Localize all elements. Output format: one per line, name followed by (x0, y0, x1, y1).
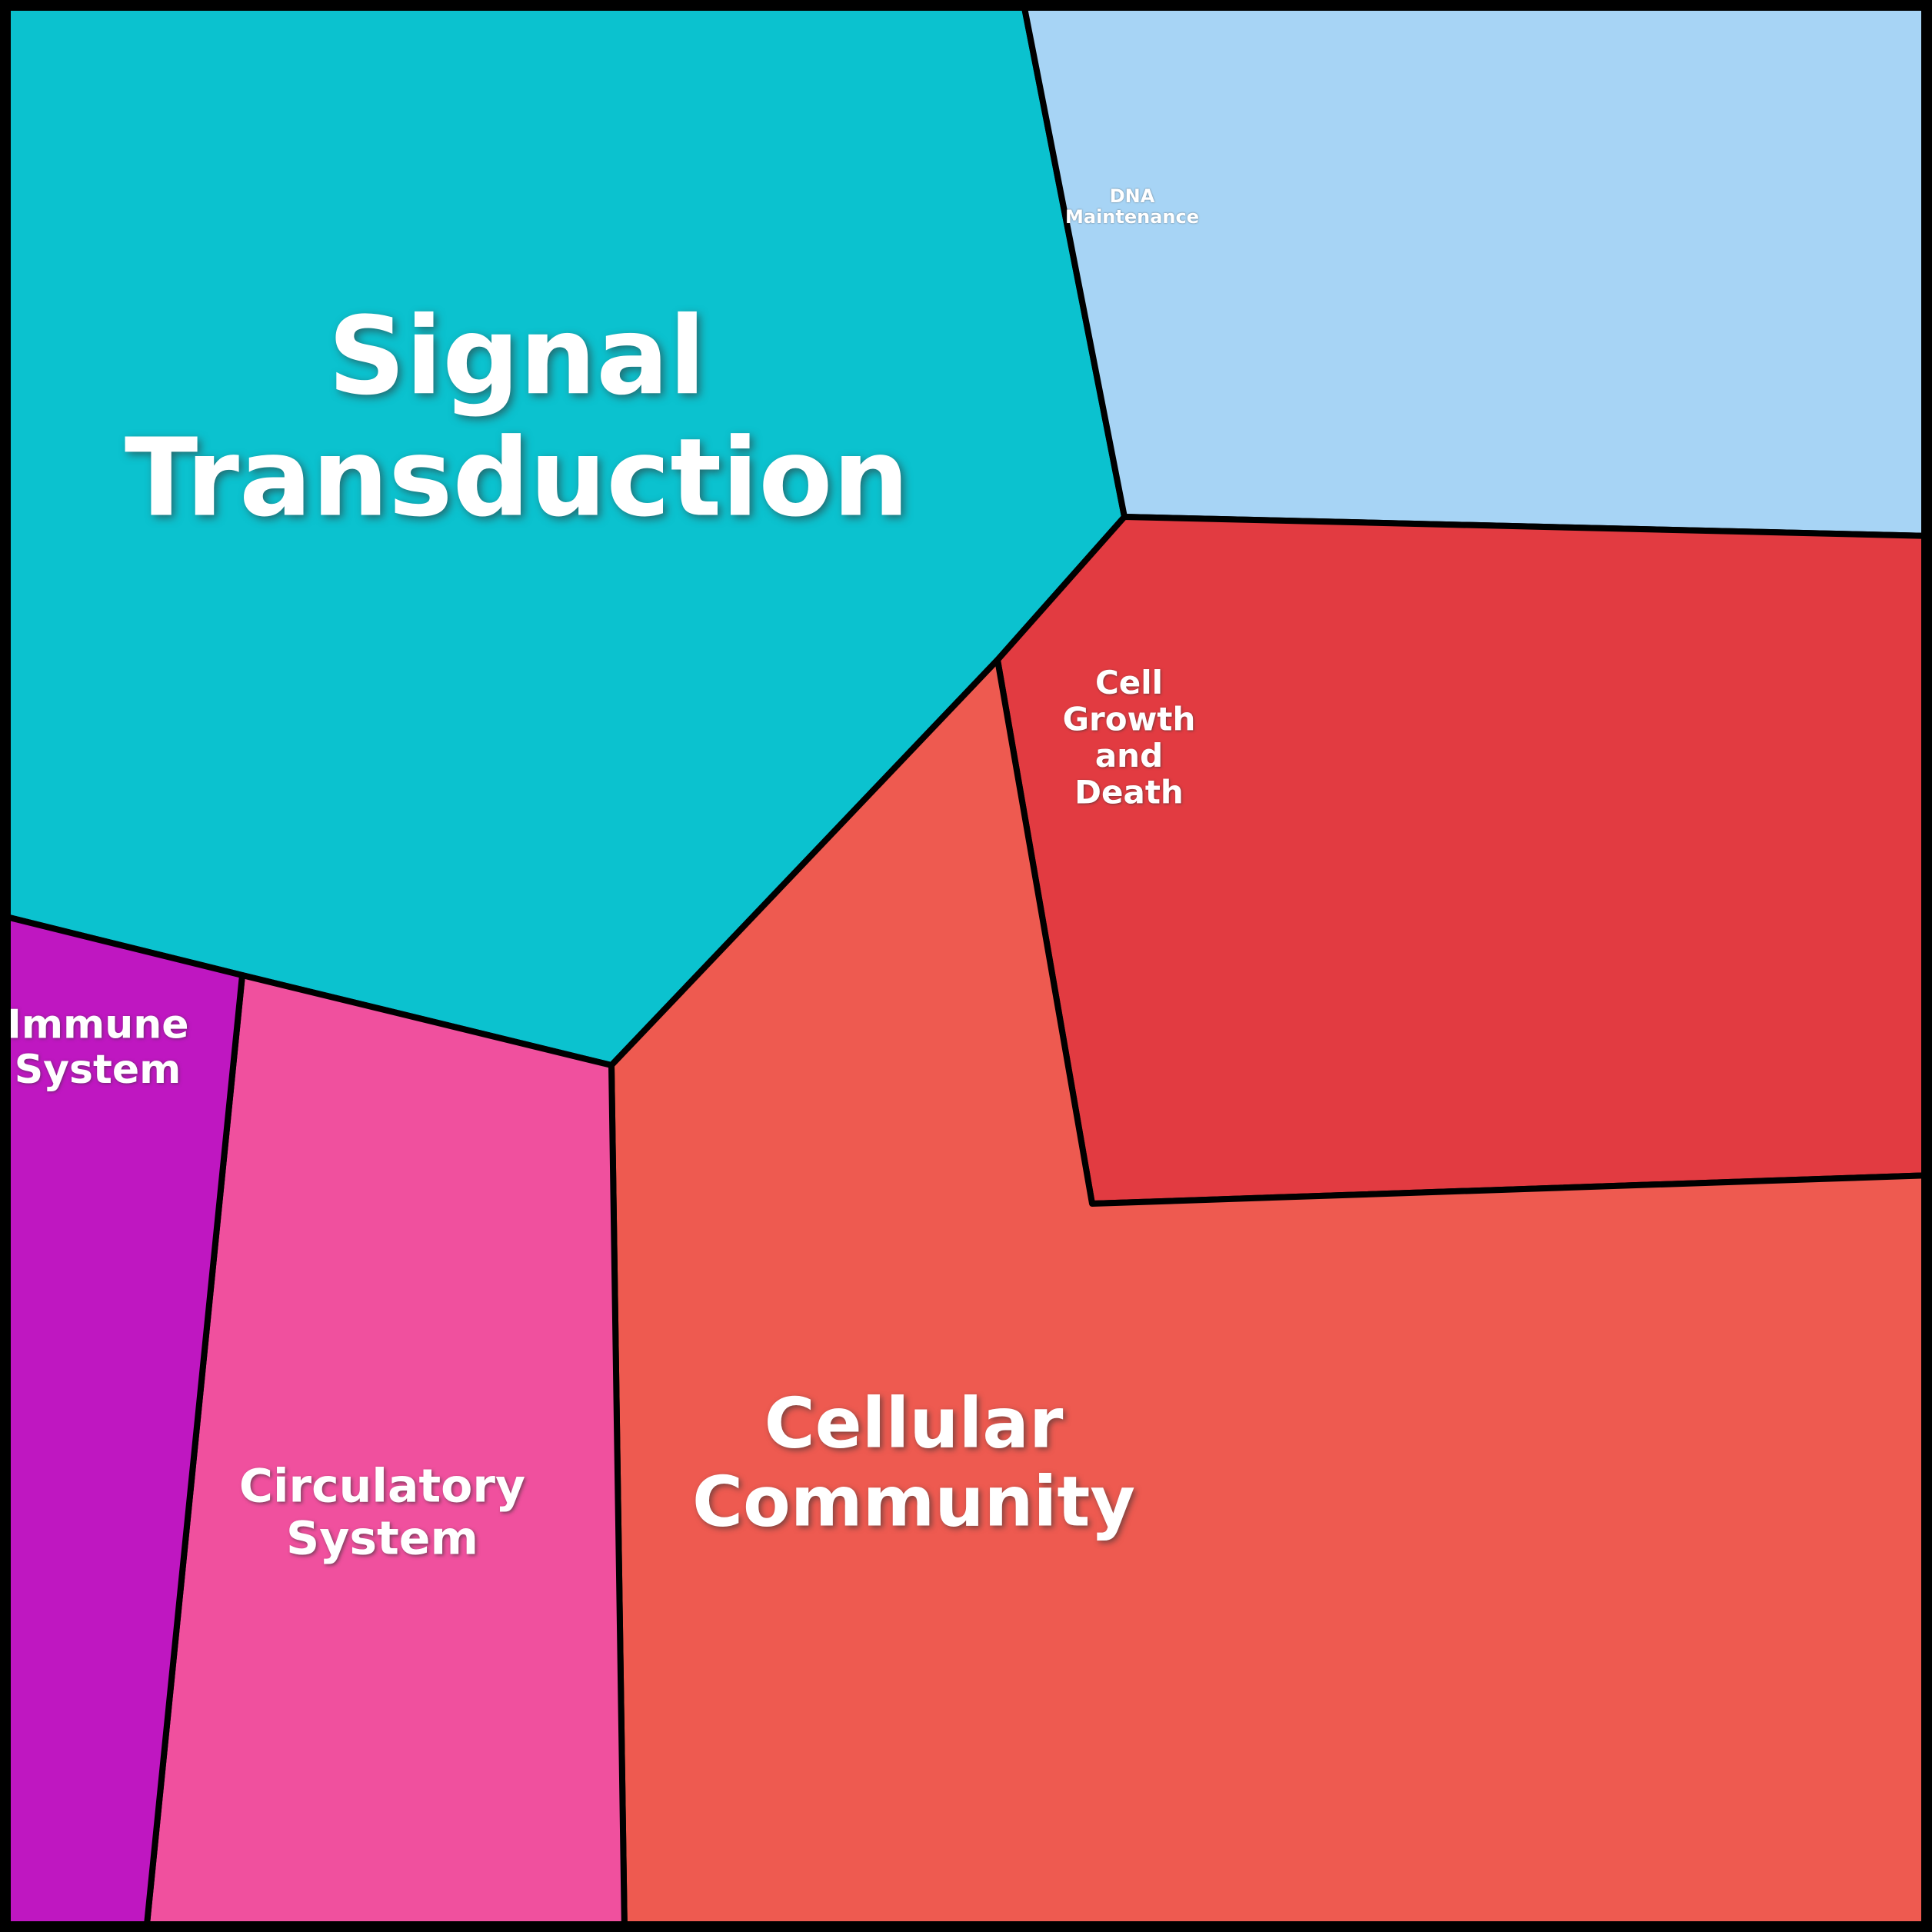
region-immune-system[interactable] (0, 912, 245, 1932)
region-dna-maintenance[interactable] (1020, 0, 1932, 539)
region-cell-growth-and-death[interactable] (994, 514, 1932, 1207)
